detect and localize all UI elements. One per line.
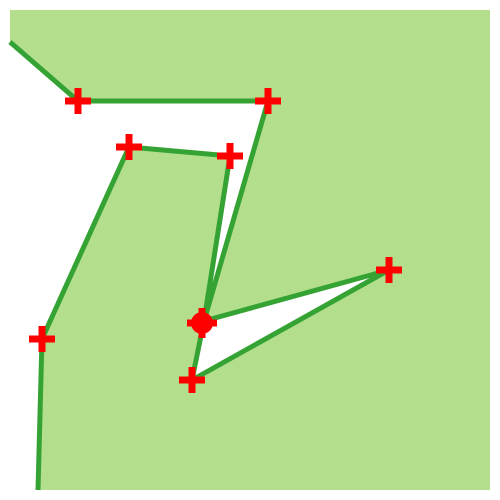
filled-region — [10, 10, 490, 490]
vertex-cross-icon[interactable] — [65, 88, 91, 114]
vertex-cross-icon[interactable] — [116, 134, 142, 160]
polygon-outline — [8, 40, 271, 491]
active-vertex-circle-icon[interactable] — [187, 308, 217, 338]
vertex-cross-icon[interactable] — [255, 88, 281, 114]
triangle-outline — [189, 267, 392, 383]
vertex-cross-icon[interactable] — [376, 257, 402, 283]
vertex-cross-icon[interactable] — [217, 143, 243, 169]
vertex-cross-icon[interactable] — [179, 367, 205, 393]
vertex-cross-icon[interactable] — [29, 326, 55, 352]
